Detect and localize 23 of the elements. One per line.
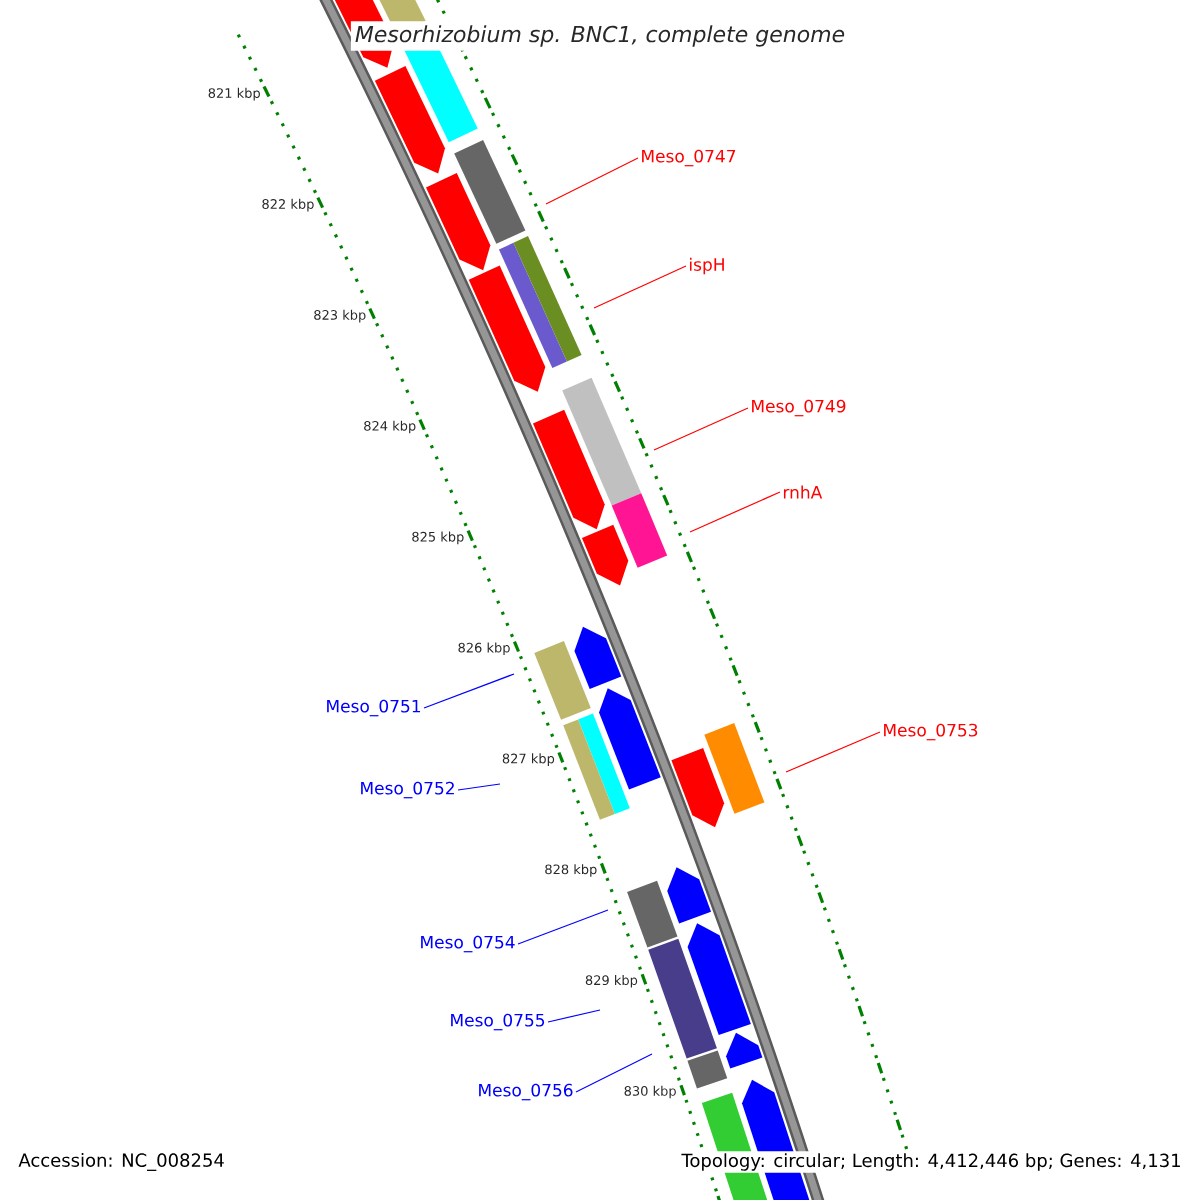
leader-line: [545, 157, 639, 205]
leader-line: [547, 1009, 601, 1023]
leader-line: [593, 265, 687, 309]
map-title: Mesorhizobium sp. BNC1, complete genome: [350, 21, 850, 51]
leader-line: [689, 491, 781, 533]
leader-line: [653, 407, 749, 451]
leader-line: [517, 909, 609, 945]
leader-line: [457, 783, 501, 791]
gene-label: Meso_0754: [421, 935, 515, 953]
gene-label: Meso_0751: [327, 699, 421, 717]
gene-label: Meso_0752: [361, 781, 454, 799]
footer-text: Accession: NC_008254: [16, 1151, 227, 1173]
gene-label: rnhA: [783, 485, 823, 499]
leader-line: [423, 673, 515, 709]
leader-line: [575, 1053, 653, 1093]
gene-label: Meso_0756: [479, 1083, 573, 1101]
gene-label: ispH: [690, 257, 724, 275]
gene-label: Meso_0755: [451, 1013, 545, 1031]
gene-label: Meso_0747: [642, 149, 736, 167]
gene-label: Meso_0749: [752, 399, 846, 417]
gene-label: Meso_0753: [884, 723, 978, 741]
footer-text: Topology: circular; Length: 4,412,446 bp; Genes: 4,131: [679, 1151, 1184, 1173]
leader-line: [785, 731, 881, 773]
